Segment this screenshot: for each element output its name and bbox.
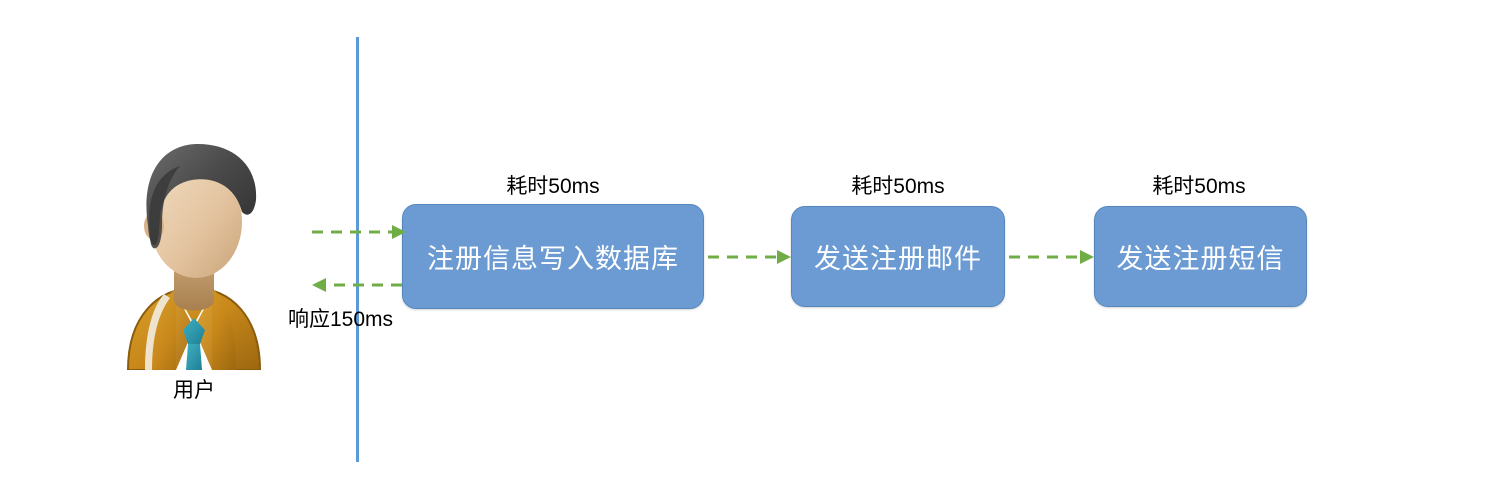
user-lifeline bbox=[356, 37, 359, 462]
cost-label-step-3: 耗时50ms bbox=[1152, 175, 1246, 198]
response-time-label: 响应150ms bbox=[288, 308, 394, 331]
user-avatar-icon bbox=[112, 138, 276, 370]
step2-to-step3-arrow bbox=[1009, 250, 1094, 264]
step1-to-step2-arrow bbox=[708, 250, 791, 264]
process-box-step-3[interactable]: 发送注册短信 bbox=[1094, 206, 1307, 307]
cost-label-step-2: 耗时50ms bbox=[851, 175, 945, 198]
request-arrow bbox=[312, 225, 406, 239]
actor-label: 用户 bbox=[173, 379, 215, 402]
cost-label-step-1: 耗时50ms bbox=[506, 175, 600, 198]
process-box-step-1[interactable]: 注册信息写入数据库 bbox=[402, 204, 704, 309]
process-box-step-2[interactable]: 发送注册邮件 bbox=[791, 206, 1005, 307]
